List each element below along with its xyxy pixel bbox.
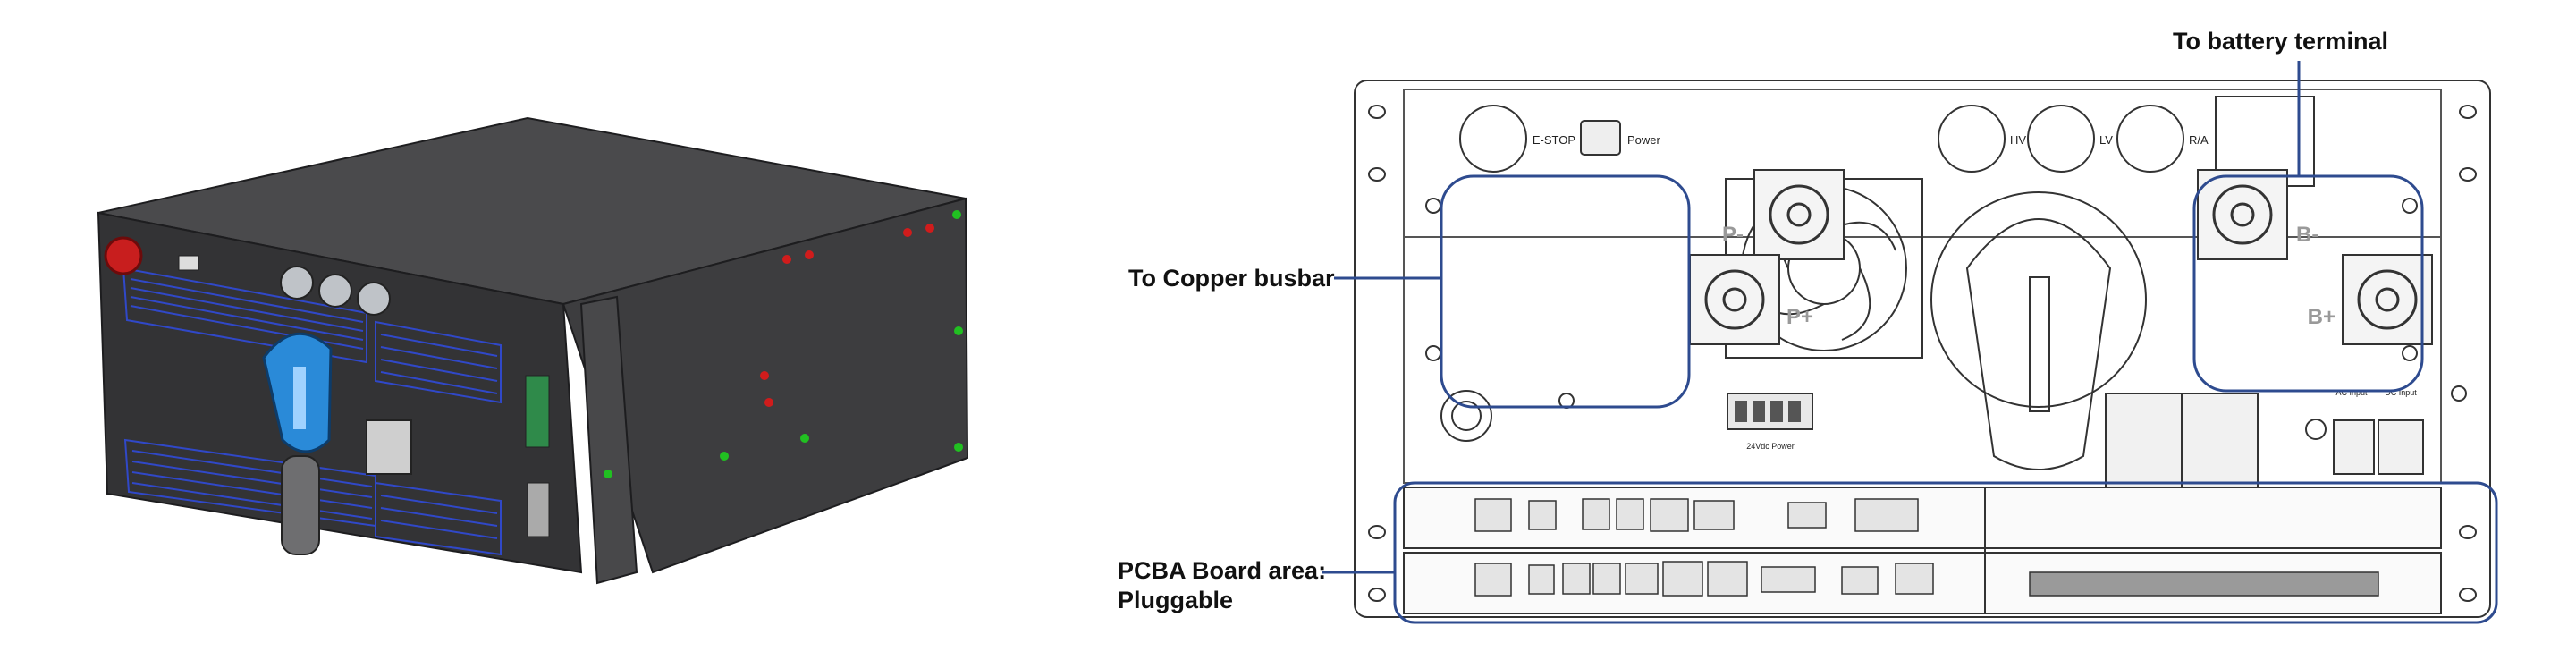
b-minus-label: B- <box>2296 223 2318 247</box>
battery-terminal-callout: To battery terminal <box>2173 28 2389 55</box>
hv-label: HV <box>2010 133 2026 147</box>
p-plus-label: P+ <box>1786 305 1813 329</box>
module-3d-view <box>97 116 969 585</box>
terminal-b-plus <box>2342 254 2433 345</box>
p-minus-label: P- <box>1722 223 1744 247</box>
dc-input-label: DC Input <box>2385 388 2417 397</box>
pcba-callout-box <box>1393 481 2498 624</box>
disconnect-handle-3d <box>262 332 333 555</box>
terminal-p-minus <box>1753 169 1845 260</box>
pcba-slot-upper <box>1403 487 2442 549</box>
chassis-front <box>97 211 583 574</box>
estop-button-3d <box>104 236 143 275</box>
estop-label: E-STOP <box>1533 133 1575 147</box>
vent-grille-right <box>375 320 502 556</box>
ra-label: R/A <box>2189 133 2209 147</box>
terminal-b-minus <box>2197 169 2288 260</box>
vent-grille-left <box>122 267 376 528</box>
b-plus-label: B+ <box>2308 305 2335 329</box>
pcba-callout-line2: Pluggable <box>1118 587 1234 613</box>
ac-input-label: AC Input <box>2335 388 2368 397</box>
copper-busbar-callout: To Copper busbar <box>1128 265 1335 292</box>
battery-terminal-callout-box <box>2192 174 2424 393</box>
disconnect-handle-outline <box>1930 191 2147 470</box>
copper-busbar-callout-box <box>1440 174 1691 409</box>
dc24-label: 24Vdc Power <box>1746 442 1795 451</box>
power-label: Power <box>1627 133 1661 147</box>
lv-label: LV <box>2099 133 2113 147</box>
pcba-callout-line1: PCBA Board area: <box>1118 557 1327 584</box>
power-switch <box>1580 120 1621 156</box>
terminal-p-plus <box>1689 254 1780 345</box>
pcba-connectors <box>1474 498 2379 597</box>
